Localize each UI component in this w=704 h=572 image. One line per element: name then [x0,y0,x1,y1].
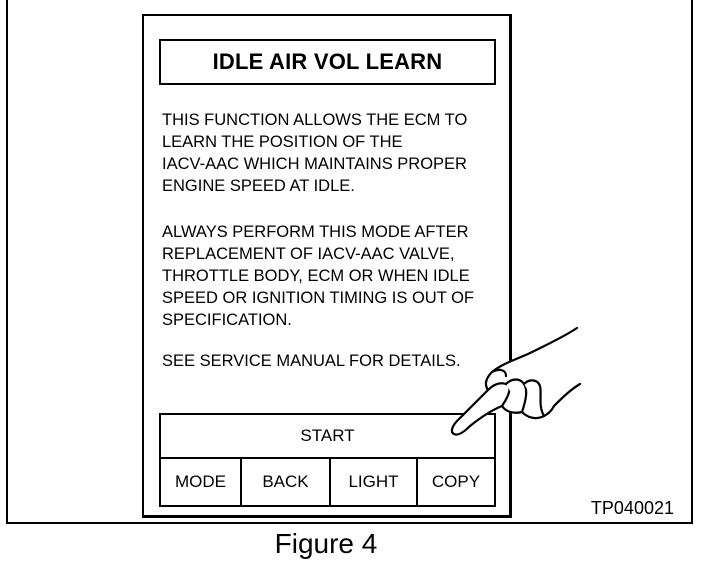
button-panel: START MODE BACK LIGHT COPY [159,413,496,507]
light-button[interactable]: LIGHT [331,459,418,505]
screen-title-box: IDLE AIR VOL LEARN [159,39,496,85]
start-button[interactable]: START [161,415,494,459]
consult-screen: IDLE AIR VOL LEARN THIS FUNCTION ALLOWS … [142,14,512,518]
figure-caption: Figure 4 [274,528,378,559]
description-paragraph: THIS FUNCTION ALLOWS THE ECM TO LEARN TH… [162,111,468,195]
function-button-row: MODE BACK LIGHT COPY [161,459,494,505]
figure-frame [6,0,693,524]
figure-id: TP040021 [590,498,674,518]
pointing-hand-icon [450,326,582,436]
back-button[interactable]: BACK [242,459,331,505]
copy-button[interactable]: COPY [431,472,481,491]
manual-reference-text: SEE SERVICE MANUAL FOR DETAILS. [162,352,461,370]
screen-title: IDLE AIR VOL LEARN [212,49,443,74]
mode-button[interactable]: MODE [161,459,242,505]
instruction-paragraph: ALWAYS PERFORM THIS MODE AFTER REPLACEME… [162,223,475,329]
